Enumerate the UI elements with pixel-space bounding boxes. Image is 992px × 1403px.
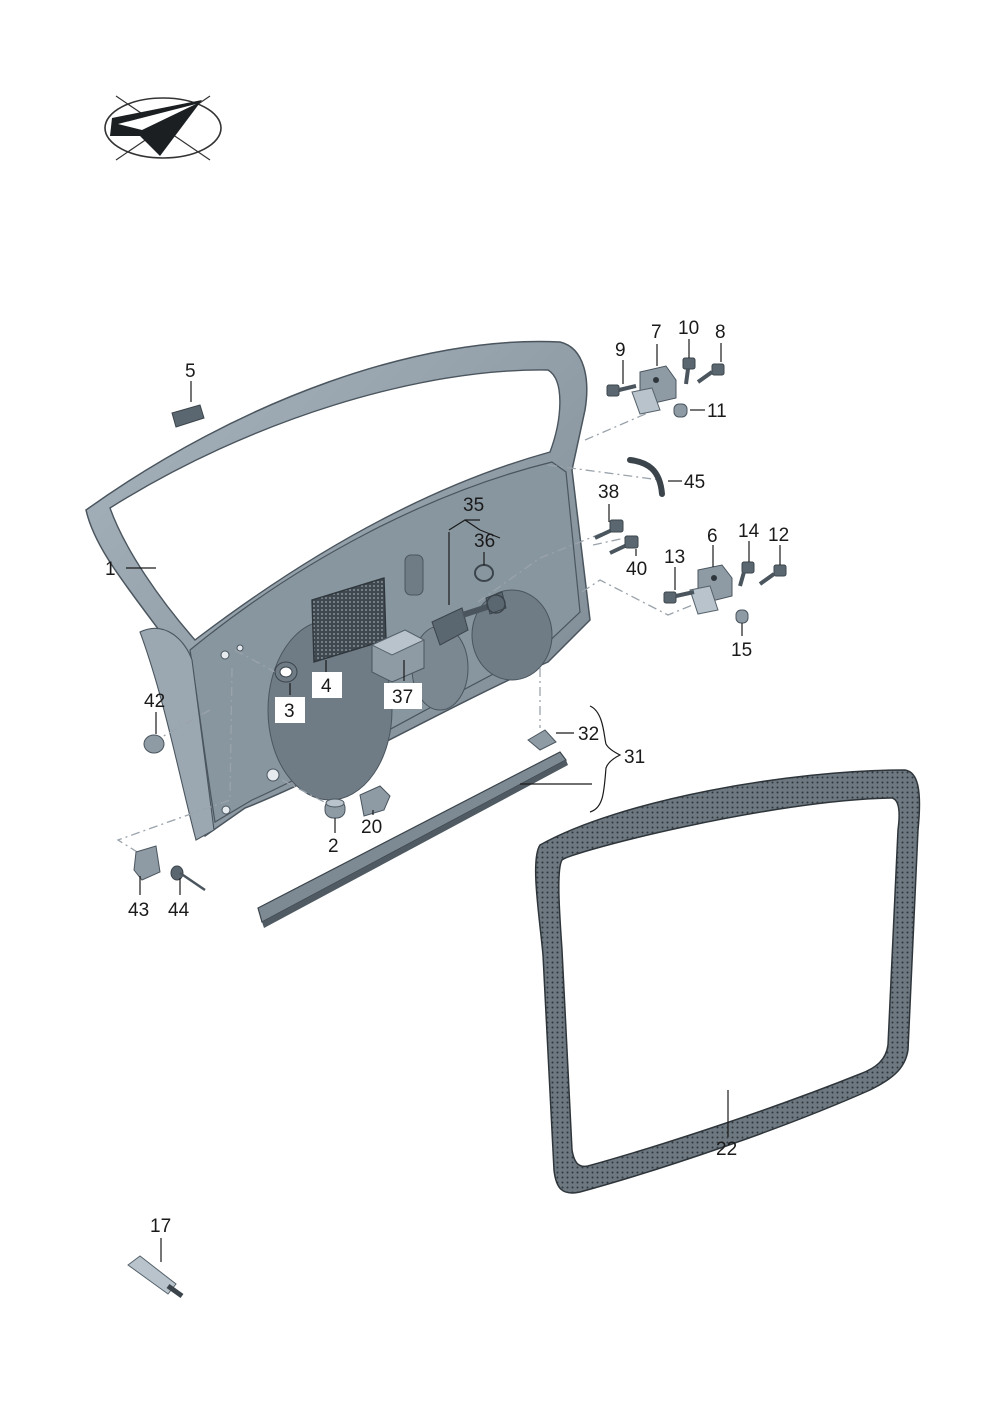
- callout-38: 38: [598, 482, 619, 503]
- inner-cavity-right: [471, 589, 553, 681]
- callout-43: 43: [128, 900, 149, 921]
- callout-37: 37: [392, 687, 413, 708]
- callout-13: 13: [664, 547, 685, 568]
- part-13-bolt: [663, 590, 695, 604]
- part-44-rivet: [170, 865, 206, 892]
- part-38-screw: [594, 519, 624, 540]
- assembly-guide-lines: [116, 411, 701, 856]
- part-42-plug: [143, 734, 165, 754]
- part-45-hose: [627, 457, 665, 497]
- callout-labels: 1 2 3 4 5 6 7 8 9 10 11 12 13 14 15 17 2…: [105, 318, 789, 1237]
- part-17-tube: [127, 1255, 184, 1299]
- callout-box-37: [384, 683, 422, 709]
- part-12-bolt: [758, 564, 787, 586]
- part-14-bolt: [738, 561, 755, 587]
- part-15-spacer: [735, 609, 749, 624]
- callout-15: 15: [731, 640, 752, 661]
- guide-line: [116, 667, 233, 856]
- callout-35: 35: [463, 495, 484, 516]
- callout-17: 17: [150, 1216, 171, 1237]
- part-35-lock-assembly: [431, 591, 507, 646]
- callout-5: 5: [185, 361, 196, 382]
- callout-31: 31: [624, 747, 645, 768]
- part-9-bolt: [606, 384, 637, 397]
- guide-line: [477, 529, 611, 603]
- callout-42: 42: [144, 691, 165, 712]
- mount-hole: [236, 644, 244, 652]
- part-43-bracket: [133, 845, 161, 881]
- mount-hole: [221, 805, 231, 815]
- callout-6: 6: [707, 526, 718, 547]
- callout-10: 10: [678, 318, 699, 339]
- callout-45: 45: [684, 472, 705, 493]
- callout-9: 9: [615, 340, 626, 361]
- inner-slot: [404, 554, 424, 596]
- callout-40: 40: [626, 559, 647, 580]
- tailgate-left-flange: [139, 627, 215, 841]
- callout-8: 8: [715, 322, 726, 343]
- part-20-clip: [359, 785, 391, 817]
- mount-hole: [220, 650, 230, 660]
- logo-ellipse: [104, 97, 222, 159]
- callout-box-3: [275, 697, 305, 723]
- callout-7: 7: [651, 322, 662, 343]
- callout-12: 12: [768, 525, 789, 546]
- callout-36: 36: [474, 531, 495, 552]
- part-7-upper-hinge: [631, 365, 677, 415]
- callout-20: 20: [361, 817, 382, 838]
- part-11-spacer: [673, 403, 688, 418]
- callout-11: 11: [707, 401, 727, 422]
- guide-line: [281, 779, 331, 806]
- guide-line: [584, 411, 651, 441]
- paper-plane-check-icon: [110, 100, 202, 156]
- part-5-pad: [171, 404, 205, 428]
- part-40-screw: [609, 535, 639, 555]
- part-2-buffer: [324, 798, 346, 819]
- guide-line: [592, 537, 626, 546]
- callout-2: 2: [328, 836, 339, 857]
- callout-14: 14: [738, 521, 760, 542]
- part-6-lower-hinge: [689, 564, 733, 615]
- callout-44: 44: [168, 900, 190, 921]
- callout-4: 4: [321, 676, 332, 697]
- callout-1: 1: [105, 559, 116, 580]
- callout-3: 3: [284, 701, 295, 722]
- part-31-trim-strip: [257, 751, 568, 928]
- tailgate-window-opening: [109, 369, 561, 641]
- callout-22: 22: [716, 1139, 737, 1160]
- part-3-grommet: [274, 661, 298, 683]
- part-37-module: [370, 629, 426, 683]
- guide-line: [581, 579, 701, 616]
- leader-lines: [126, 339, 781, 1262]
- callout-box-4: [312, 672, 342, 698]
- part-32-clip: [527, 729, 557, 751]
- logo-plane-highlight: [118, 104, 196, 130]
- tailgate-panel: [85, 340, 591, 841]
- guide-line: [234, 649, 276, 673]
- logo-emblem: [104, 95, 222, 161]
- part-8-bolt: [696, 363, 725, 384]
- part-10-bolt: [682, 357, 696, 385]
- mount-hole: [266, 768, 280, 782]
- callout-32: 32: [578, 724, 599, 745]
- part-22-door-seal: [534, 769, 921, 1194]
